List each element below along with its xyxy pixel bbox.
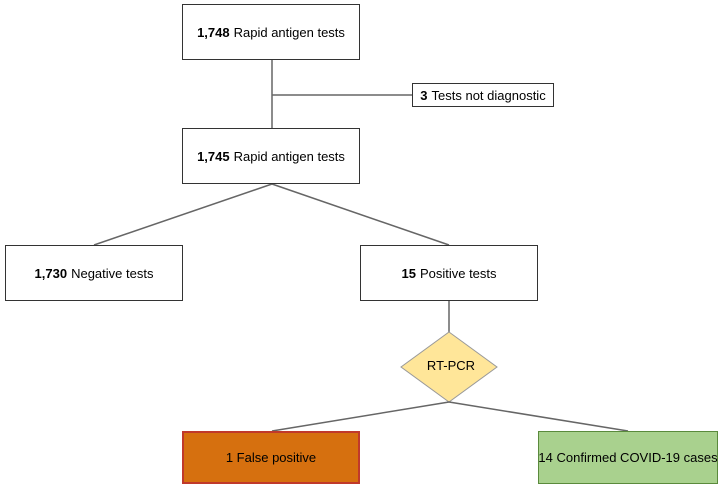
valid-tests-label: Rapid antigen tests (233, 148, 345, 164)
positive-tests-box: 15 Positive tests (360, 245, 538, 301)
connector-rtpcr-to-false-positive (271, 401, 450, 432)
positive-tests-count: 15 (401, 265, 416, 281)
positive-tests-label: Positive tests (419, 265, 497, 281)
false-positive-box: 1 False positive (182, 431, 360, 484)
false-positive-label: 1 False positive (225, 450, 317, 465)
negative-tests-label: Negative tests (71, 265, 154, 281)
start-tests-box: 1,748 Rapid antigen tests (182, 4, 360, 60)
start-tests-count: 1,748 (197, 24, 230, 40)
confirmed-cases-box: 14 Confirmed COVID-19 cases (538, 431, 718, 484)
excluded-tests-count: 3 (420, 87, 428, 103)
connector-rtpcr-to-confirmed (448, 401, 629, 432)
excluded-tests-box: 3 Tests not diagnostic (412, 83, 554, 107)
connector-valid-to-negative (93, 183, 273, 246)
valid-tests-count: 1,745 (197, 148, 230, 164)
negative-tests-box: 1,730 Negative tests (5, 245, 183, 301)
rtpcr-label: RT-PCR (426, 358, 476, 373)
valid-tests-box: 1,745 Rapid antigen tests (182, 128, 360, 184)
connector-valid-to-positive (271, 183, 450, 246)
confirmed-cases-label: 14 Confirmed COVID-19 cases (538, 450, 718, 465)
negative-tests-count: 1,730 (34, 265, 68, 281)
start-tests-label: Rapid antigen tests (233, 24, 345, 40)
excluded-tests-label: Tests not diagnostic (431, 87, 546, 103)
